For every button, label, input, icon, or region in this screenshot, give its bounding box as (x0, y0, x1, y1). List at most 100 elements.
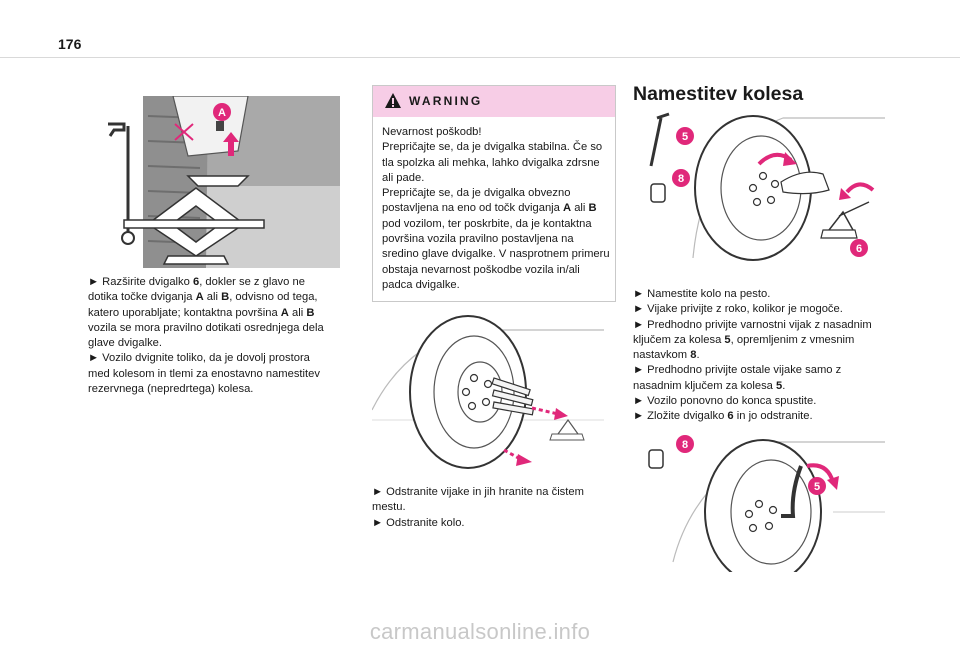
text-line: Nevarnost poškodb! (382, 125, 610, 140)
text-segment: . (782, 379, 786, 392)
warning-title: WARNING (409, 94, 483, 108)
text-line: tla spolzka ali mehka, lahko dvigalka zd… (382, 156, 610, 171)
wheel-mounting-illustration: 5 8 6 (649, 112, 885, 261)
text-line: rezervnega (nepredrtega) kolesa. (88, 382, 348, 397)
bold-reference: A (563, 202, 572, 215)
text-line: vozila se mora pravilno dotikati osrednj… (88, 321, 348, 336)
text-segment: pod vozilom, ter poskrbite, da je kontak… (382, 217, 592, 230)
top-divider (0, 57, 960, 58)
jack-raising-illustration: A (108, 96, 340, 268)
text-line: postavljena na eno od točk dviganja A al… (382, 201, 610, 216)
text-line: obstaja nevarnost poškodbe vozila in/ali (382, 263, 610, 278)
text-line: ► Vijake privijte z roko, kolikor je mog… (633, 302, 903, 317)
label-6: 6 (856, 243, 862, 255)
text-segment: ključem za kolesa (633, 333, 725, 346)
warning-box: WARNING Nevarnost poškodb! Prepričajte s… (372, 85, 616, 302)
warning-header: WARNING (373, 86, 615, 117)
text-segment: glave dvigalke. (88, 337, 163, 350)
text-segment: ali (288, 306, 307, 319)
text-segment: postavljena na eno od točk dviganja (382, 202, 563, 215)
text-line: Prepričajte se, da je dvigalka obvezno (382, 186, 610, 201)
bold-reference: B (306, 306, 315, 319)
text-line: ► Predhodno privijte varnostni vijak z n… (633, 318, 903, 333)
text-line: katero uporabljate; kontaktna površina A… (88, 306, 348, 321)
bold-reference: B (588, 202, 597, 215)
text-line: ključem za kolesa 5, opremljenim z vmesn… (633, 333, 903, 348)
warning-triangle-icon (385, 93, 401, 108)
text-line: ► Vozilo ponovno do konca spustite. (633, 394, 903, 409)
right-instructions: ► Namestite kolo na pesto. ► Vijake priv… (633, 287, 903, 425)
bold-reference: 5 (776, 379, 783, 392)
label-5: 5 (682, 131, 688, 143)
text-segment: ► Odstranite vijake in jih hranite na či… (372, 486, 584, 498)
text-line: padca dvigalke. (382, 278, 610, 293)
text-segment: Prepričajte se, da je dvigalka obvezno (382, 187, 571, 200)
bold-reference: A (280, 306, 289, 319)
bold-reference: B (221, 291, 230, 304)
text-segment: in jo odstranite. (733, 410, 813, 423)
text-segment: med kolesom in tlemi za enostavno namest… (88, 367, 320, 380)
text-segment: ► Zložite dvigalko (633, 410, 728, 423)
text-segment: vozila se mora pravilno dotikati osrednj… (88, 321, 324, 334)
label-a: A (218, 107, 226, 119)
text-segment: nasadnim ključem za kolesa (633, 379, 777, 392)
text-segment: ► Namestite kolo na pesto. (633, 288, 771, 300)
label-5: 5 (814, 481, 820, 493)
text-segment: ► Razširite dvigalko (88, 276, 193, 288)
text-segment: Prepričajte se, da je dvigalka stabilna.… (382, 141, 603, 154)
bold-reference: 6 (727, 410, 734, 423)
text-line: nasadnim ključem za kolesa 5. (633, 379, 903, 394)
text-line: ► Odstranite kolo. (372, 516, 612, 531)
text-line: ► Razširite dvigalko 6, dokler se z glav… (88, 275, 348, 290)
text-line: nastavkom 8. (633, 348, 903, 363)
bold-reference: A (195, 291, 204, 304)
text-line: površina vozila pravilno postavljena na (382, 232, 610, 247)
text-line: ali pade. (382, 171, 610, 186)
text-segment: , opremljenim z vmesnim (730, 333, 855, 346)
text-segment: mestu. (372, 501, 406, 514)
bolt-removal-illustration (372, 315, 604, 469)
page-number: 176 (58, 36, 82, 52)
bold-reference: 5 (724, 333, 731, 346)
text-segment: padca dvigalke. (382, 278, 460, 291)
text-segment: nastavkom (633, 349, 691, 362)
text-segment: Nevarnost poškodb! (382, 126, 482, 138)
text-line: mestu. (372, 500, 612, 515)
text-segment: , dokler se z glavo ne (199, 276, 305, 288)
text-line: ► Odstranite vijake in jih hranite na či… (372, 485, 612, 500)
label-8: 8 (682, 439, 688, 451)
text-line: ► Zložite dvigalko 6 in jo odstranite. (633, 409, 903, 424)
text-segment: . (696, 349, 700, 362)
footer-watermark: carmanualsonline.info (369, 619, 591, 644)
section-heading: Namestitev kolesa (633, 83, 804, 105)
left-instructions: ► Razširite dvigalko 6, dokler se z glav… (88, 275, 348, 397)
text-segment: ali (571, 202, 589, 215)
text-segment: ► Vijake privijte z roko, kolikor je mog… (633, 303, 843, 316)
text-line: med kolesom in tlemi za enostavno namest… (88, 367, 348, 382)
middle-instructions: ► Odstranite vijake in jih hranite na či… (372, 485, 612, 531)
text-line: Prepričajte se, da je dvigalka stabilna.… (382, 140, 610, 155)
text-segment: ► Odstranite kolo. (372, 516, 465, 529)
text-segment: ► Vozilo dvignite toliko, da je dovolj p… (88, 352, 310, 365)
text-segment: ali pade. (382, 171, 425, 184)
text-segment: ali (203, 291, 222, 304)
text-segment: površina vozila pravilno postavljena na (382, 233, 574, 246)
bolt-tightening-illustration: 8 5 (648, 435, 885, 572)
label-8: 8 (678, 173, 684, 185)
bold-reference: 8 (690, 349, 697, 362)
warning-text: Nevarnost poškodb! Prepričajte se, da je… (382, 125, 610, 293)
text-segment: ► Predhodno privijte varnostni vijak z n… (633, 318, 872, 331)
text-segment: tla spolzka ali mehka, lahko dvigalka zd… (382, 156, 600, 169)
text-segment: sredino glave dvigalke. V nasprotnem pri… (382, 248, 610, 261)
text-segment: obstaja nevarnost poškodbe vozila in/ali (382, 263, 580, 276)
bold-reference: 6 (192, 276, 200, 288)
text-line: ► Predhodno privijte ostale vijake samo … (633, 363, 903, 378)
text-segment: katero uporabljate; kontaktna površina (88, 306, 281, 319)
text-line: dotika točke dviganja A ali B, odvisno o… (88, 290, 348, 305)
text-segment: ► Predhodno privijte ostale vijake samo … (633, 364, 842, 377)
text-segment: rezervnega (nepredrtega) kolesa. (88, 383, 254, 396)
text-segment: dotika točke dviganja (88, 291, 196, 304)
text-line: sredino glave dvigalke. V nasprotnem pri… (382, 247, 610, 262)
text-line: ► Vozilo dvignite toliko, da je dovolj p… (88, 351, 348, 366)
text-segment: , odvisno od tega, (229, 291, 318, 304)
